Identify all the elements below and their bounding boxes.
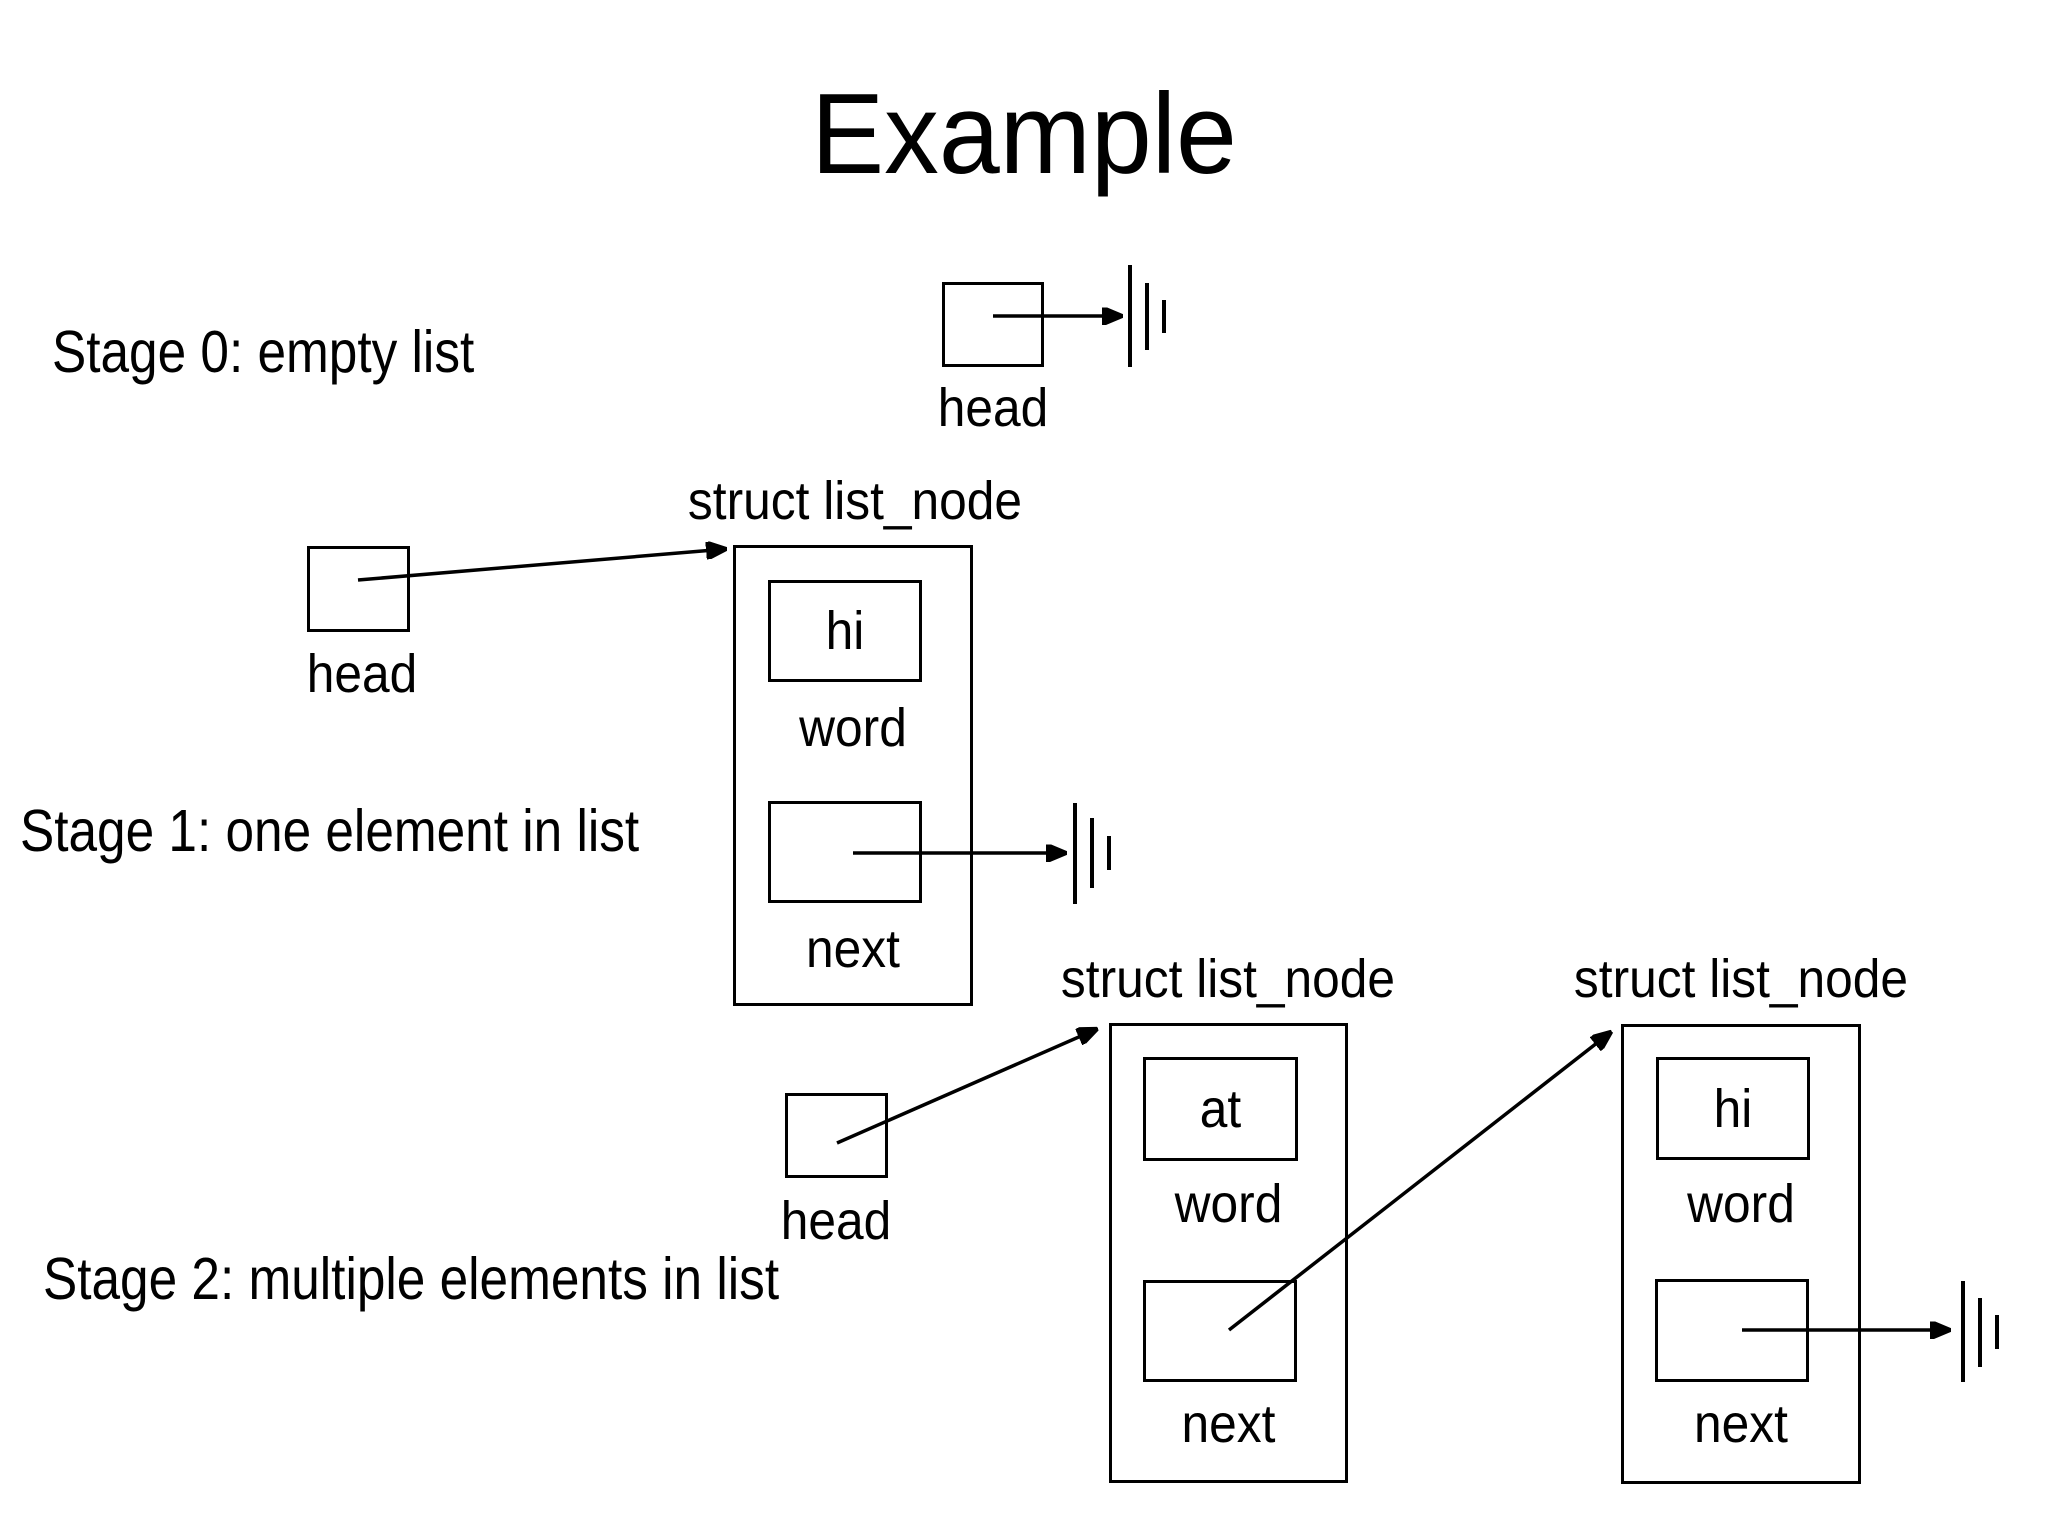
stage2-node1-word-label: word [1174,1174,1283,1234]
stage1-head-to-node-arrow [357,549,726,582]
stage2-node2-next-box [1655,1279,1809,1382]
stage2-head-label: head [780,1191,892,1251]
stage2-node2-word-label: word [1687,1174,1795,1234]
stage2-node1-next-label: next [1181,1394,1276,1454]
stage0-label: Stage 0: empty list [52,319,475,385]
stage2-node2-next-label: next [1694,1394,1788,1454]
stage1-node1-word-label: word [799,698,907,758]
slide-title: Example [811,71,1237,198]
stage2-node2-type-label: struct list_node [1573,949,1909,1009]
stage2-node1-word-value: at [1199,1079,1242,1139]
stage0-null-terminator-icon [1128,265,1166,367]
stage1-node1-word-value: hi [825,601,865,661]
stage2-node2-word-value: hi [1713,1078,1753,1139]
stage0-head-box [942,282,1044,367]
stage1-label: Stage 1: one element in list [20,798,640,864]
stage2-label: Stage 2: multiple elements in list [43,1246,780,1312]
stage0-head-label: head [937,378,1049,438]
stage2-node1-type-label: struct list_node [1060,949,1396,1009]
stage2-node1-next-box [1143,1280,1297,1382]
stage1-null-terminator-icon [1073,803,1111,904]
stage2-node2-word-box: hi [1656,1057,1810,1160]
stage2-head-box [785,1093,888,1178]
stage1-head-label: head [306,644,418,704]
stage1-node1-word-box: hi [768,580,922,682]
stage1-node1-box [733,545,973,1006]
stage1-node1-next-box [768,801,922,903]
stage1-node1-type-label: struct list_node [687,471,1023,531]
stage2-null-terminator-icon [1961,1281,1999,1382]
stage2-node1-word-box: at [1143,1057,1298,1161]
stage1-node1-next-label: next [806,919,900,979]
stage2-node2-box [1621,1024,1861,1484]
stage1-head-box [307,546,410,632]
